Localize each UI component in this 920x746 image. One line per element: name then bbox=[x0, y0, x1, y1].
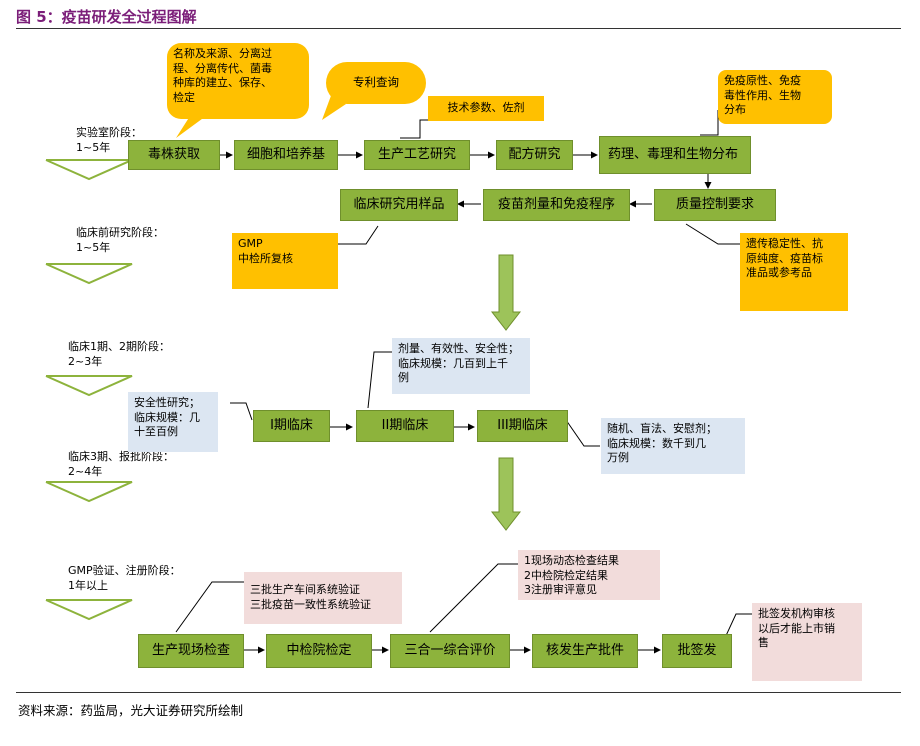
stage-clinical3: 临床3期、报批阶段： 2~4年 bbox=[68, 450, 174, 480]
arrow-down-icon bbox=[490, 254, 522, 331]
note-batch-validation: 三批生产车间系统验证 三批疫苗一致性系统验证 bbox=[244, 572, 402, 624]
chevron-down-icon bbox=[45, 599, 133, 621]
box-lot-release: 批签发 bbox=[662, 634, 732, 668]
stage-label: 临床1期、2期阶段： bbox=[68, 340, 170, 353]
box-process: 生产工艺研究 bbox=[364, 140, 470, 170]
stage-duration: 2~4年 bbox=[68, 464, 103, 478]
stage-clinical12: 临床1期、2期阶段： 2~3年 bbox=[68, 340, 170, 370]
box-inspect: 生产现场检查 bbox=[138, 634, 244, 668]
chevron-down-icon bbox=[45, 263, 133, 285]
top-rule bbox=[16, 28, 901, 29]
note-patent: 专利查询 bbox=[326, 62, 426, 104]
note-lot-release: 批签发机构审核 以后才能上市销 售 bbox=[752, 603, 862, 681]
arrow-down-icon bbox=[490, 457, 522, 531]
stage-duration: 2~3年 bbox=[68, 354, 103, 368]
box-license: 核发生产批件 bbox=[532, 634, 638, 668]
note-phase2: 剂量、有效性、安全性； 临床规模：几百到上千 例 bbox=[392, 338, 530, 394]
chevron-down-icon bbox=[45, 159, 133, 181]
stage-lab: 实验室阶段： 1~5年 bbox=[76, 126, 142, 156]
box-cnidc: 中检院检定 bbox=[266, 634, 372, 668]
source-note: 资料来源：药监局，光大证券研究所绘制 bbox=[18, 703, 244, 718]
stage-gmp: GMP验证、注册阶段： 1年以上 bbox=[68, 564, 181, 594]
note-tech: 技术参数、佐剂 bbox=[428, 96, 544, 121]
stage-duration: 1~5年 bbox=[76, 140, 111, 154]
box-phase1: I期临床 bbox=[253, 410, 330, 442]
stage-label: 实验室阶段： bbox=[76, 126, 142, 139]
chevron-down-icon bbox=[45, 375, 133, 397]
box-cell: 细胞和培养基 bbox=[234, 140, 338, 170]
bottom-rule bbox=[16, 692, 901, 693]
box-eval: 三合一综合评价 bbox=[390, 634, 510, 668]
box-pharma: 药理、毒理和生物分布 bbox=[599, 136, 751, 174]
note-phase3: 随机、盲法、安慰剂； 临床规模：数千到几 万例 bbox=[601, 418, 745, 474]
figure-title: 图 5：疫苗研发全过程图解 bbox=[16, 8, 197, 26]
box-qc: 质量控制要求 bbox=[654, 189, 776, 221]
note-gmp-review: GMP 中检所复核 bbox=[232, 233, 338, 289]
stage-preclinical: 临床前研究阶段： 1~5年 bbox=[76, 226, 164, 256]
box-phase3: III期临床 bbox=[477, 410, 568, 442]
note-immuno: 免疫原性、免疫 毒性作用、生物 分布 bbox=[718, 70, 832, 124]
stage-duration: 1年以上 bbox=[68, 578, 108, 592]
stage-label: 临床前研究阶段： bbox=[76, 226, 164, 239]
stage-duration: 1~5年 bbox=[76, 240, 111, 254]
note-phase1: 安全性研究； 临床规模：几 十至百例 bbox=[128, 392, 218, 452]
stage-label: 临床3期、报批阶段： bbox=[68, 450, 174, 463]
note-eval-items: 1现场动态检查结果 2中检院检定结果 3注册审评意见 bbox=[518, 550, 660, 600]
stage-label: GMP验证、注册阶段： bbox=[68, 564, 181, 577]
note-stability: 遗传稳定性、抗 原纯度、疫苗标 准品或参考品 bbox=[740, 233, 848, 311]
note-strain: 名称及来源、分离过 程、分离传代、菌毒 种库的建立、保存、 检定 bbox=[167, 43, 309, 119]
box-formula: 配方研究 bbox=[496, 140, 573, 170]
box-strain: 毒株获取 bbox=[128, 140, 220, 170]
box-phase2: II期临床 bbox=[356, 410, 454, 442]
box-sample: 临床研究用样品 bbox=[340, 189, 458, 221]
chevron-down-icon bbox=[45, 481, 133, 503]
box-dose: 疫苗剂量和免疫程序 bbox=[483, 189, 630, 221]
